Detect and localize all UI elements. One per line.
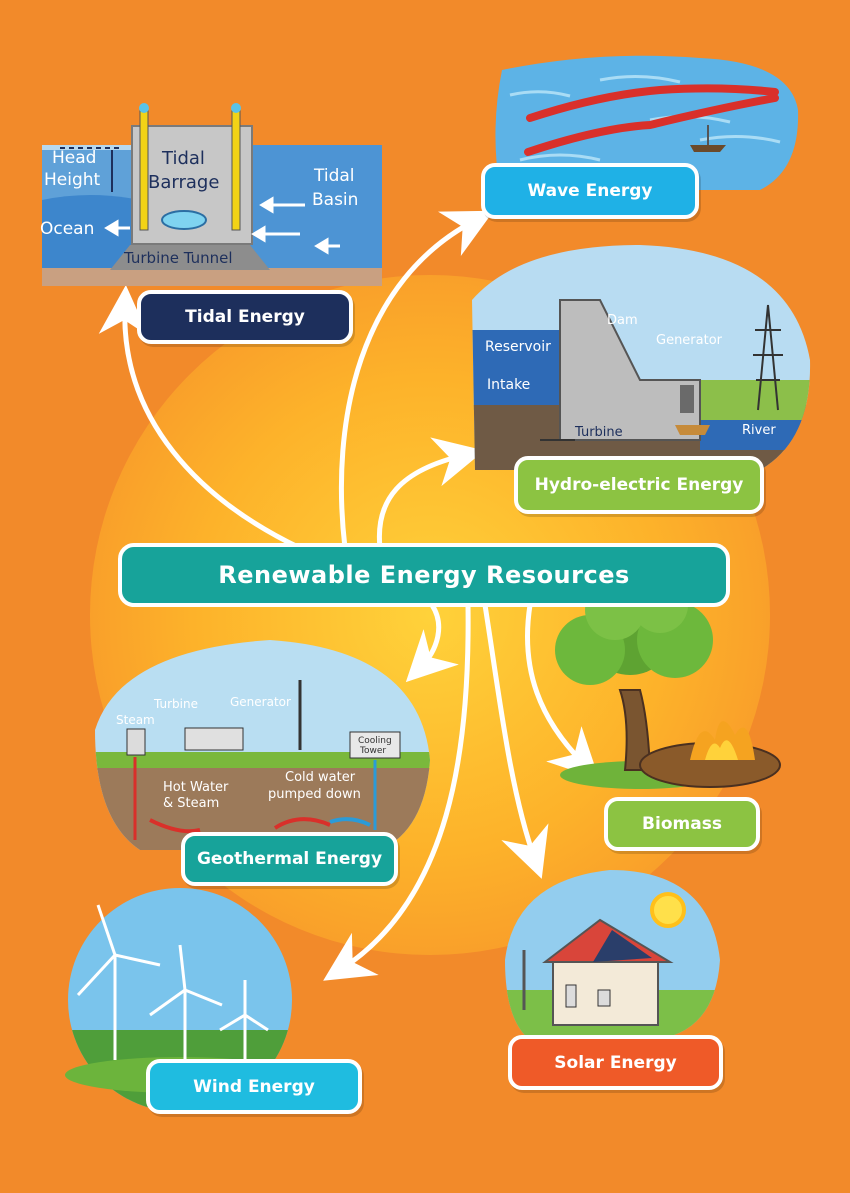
arrow-to-solar — [482, 602, 549, 879]
tidal-basin-label-1: Tidal — [314, 166, 355, 186]
geothermal-energy-label: Geothermal Energy — [181, 832, 398, 886]
tidal-basin-label-2: Basin — [312, 190, 359, 210]
arrow-to-hydro — [376, 437, 485, 551]
hydro-intake-label: Intake — [487, 377, 531, 393]
hydro-generator-label: Generator — [656, 333, 723, 348]
tidal-head-label-1: Head — [52, 148, 97, 168]
arrow-to-geothermal — [405, 602, 459, 683]
tidal-tunnel-label: Turbine Tunnel — [124, 249, 233, 267]
arrow-to-tidal — [98, 285, 303, 551]
arrow-to-wave — [338, 210, 494, 551]
biomass-label: Biomass — [604, 797, 760, 851]
geo-generator-label: Generator — [230, 695, 291, 709]
tidal-ocean-label: Ocean — [40, 219, 95, 239]
tidal-barrage-label-1: Tidal — [162, 148, 205, 169]
geo-cold-label-1: Cold water — [285, 770, 356, 785]
solar-energy-label: Solar Energy — [508, 1035, 723, 1090]
geo-steam-label: Steam — [116, 713, 155, 727]
hydro-reservoir-label: Reservoir — [485, 339, 551, 355]
hydro-dam-label: Dam — [607, 313, 638, 328]
hydro-energy-label: Hydro-electric Energy — [514, 456, 764, 514]
wave-energy-label: Wave Energy — [481, 163, 699, 219]
wind-energy-label: Wind Energy — [146, 1059, 362, 1114]
geo-cooling-label-2: Tower — [360, 746, 387, 756]
tidal-head-label-2: Height — [44, 170, 101, 190]
hydro-turbine-label: Turbine — [575, 425, 623, 440]
tidal-energy-label: Tidal Energy — [137, 290, 353, 344]
geo-cooling-label-1: Cooling — [358, 736, 392, 746]
hydro-river-label: River — [742, 423, 776, 438]
diagram-title: Renewable Energy Resources — [118, 543, 730, 607]
geo-turbine-label: Turbine — [154, 697, 198, 711]
arrow-to-biomass — [525, 602, 600, 780]
geo-cold-label-2: pumped down — [268, 787, 361, 802]
arrow-to-wind — [323, 602, 471, 981]
tidal-barrage-label-2: Barrage — [148, 172, 220, 193]
connector-arrows — [98, 210, 600, 981]
geo-hot-label-2: & Steam — [163, 796, 220, 811]
geo-hot-label-1: Hot Water — [163, 780, 229, 795]
